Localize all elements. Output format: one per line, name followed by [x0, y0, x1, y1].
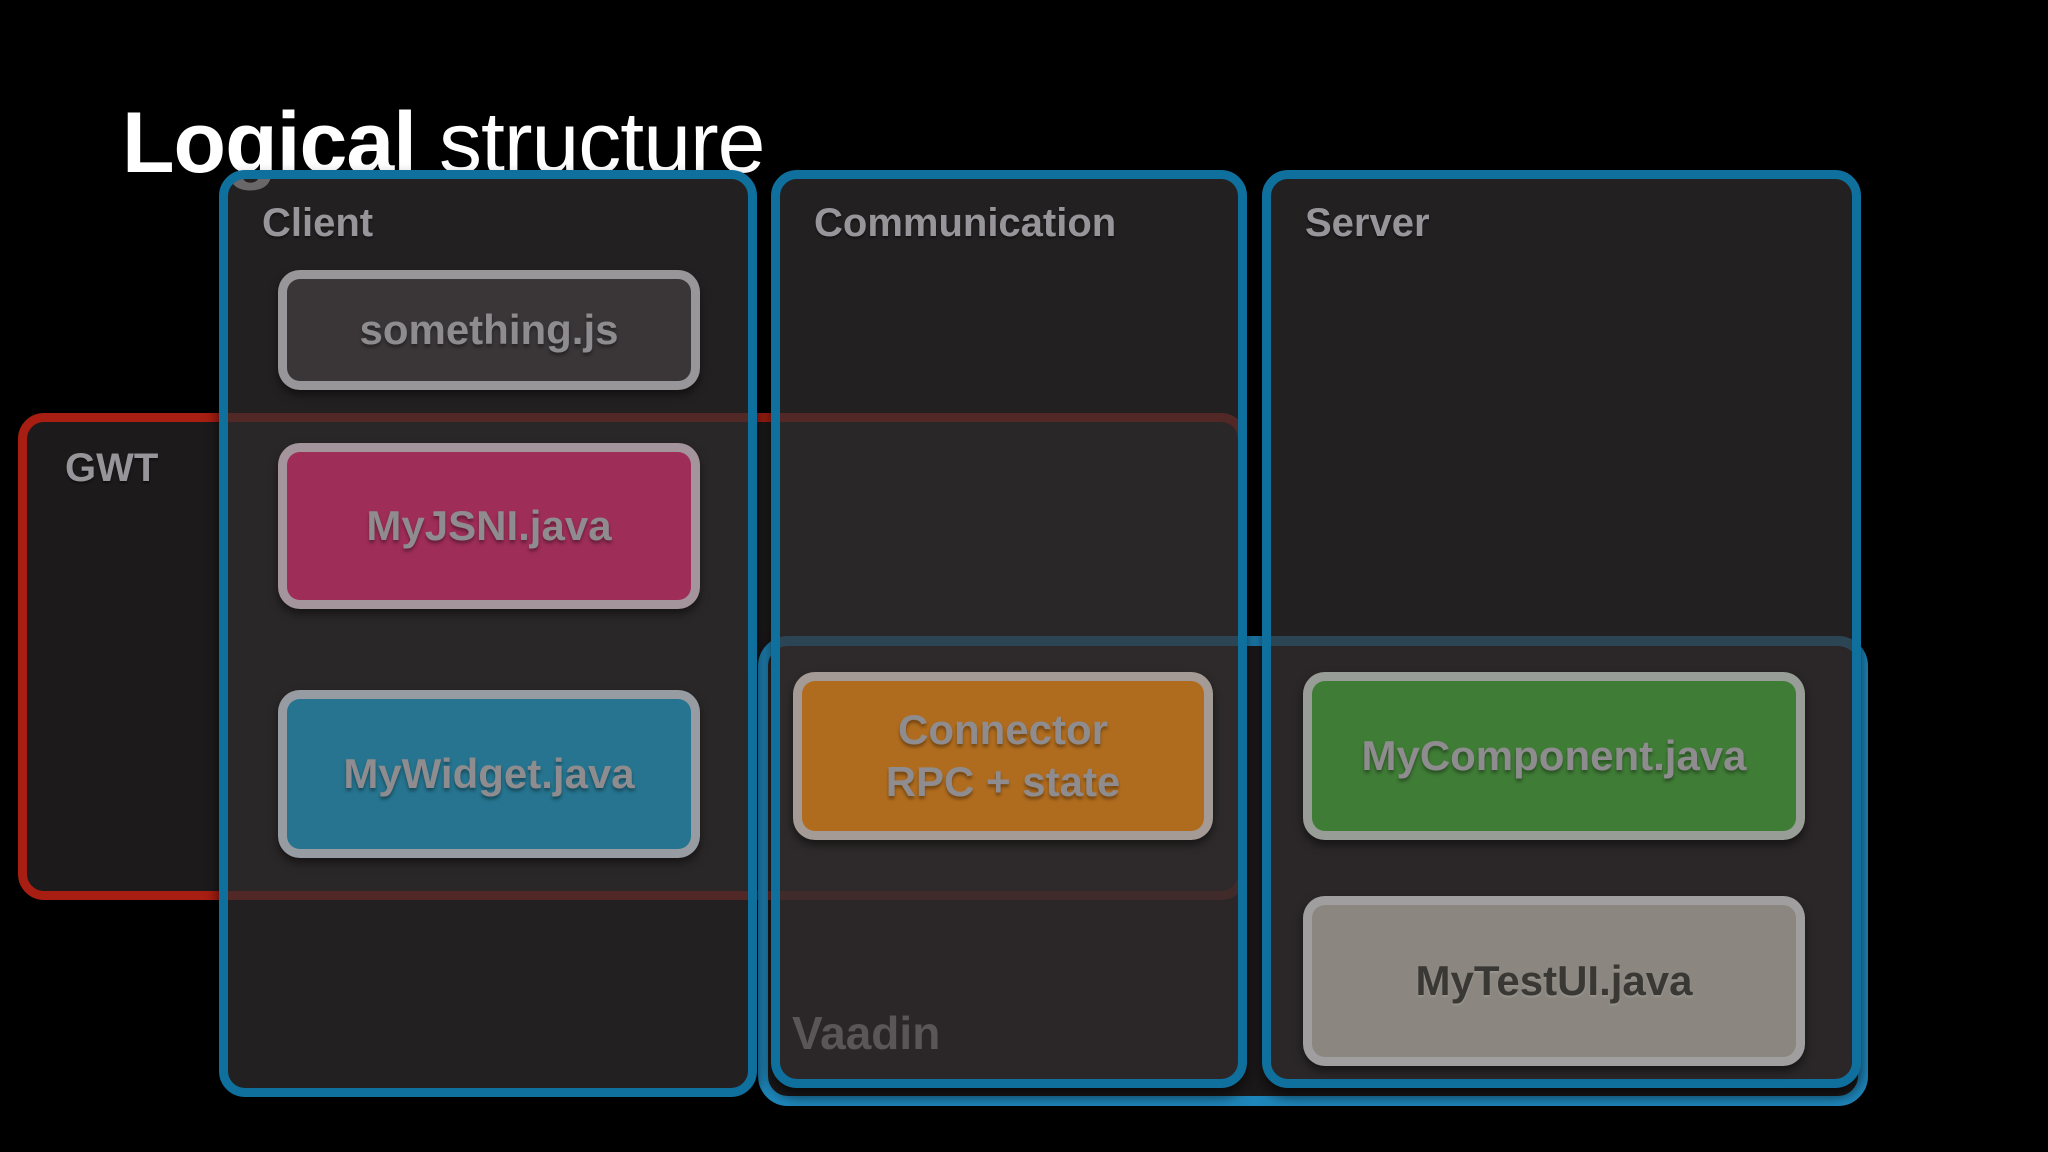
- box-mycomponent-java: MyComponent.java: [1303, 672, 1805, 840]
- box-connector-rpc-state: Connector RPC + state: [793, 672, 1213, 840]
- group-gwt-label: GWT: [65, 446, 159, 490]
- box-mywidget-java: MyWidget.java: [278, 690, 700, 858]
- box-something-js: something.js: [278, 270, 700, 390]
- group-communication: Communication: [771, 170, 1247, 1088]
- group-vaadin-label: Vaadin: [792, 1007, 941, 1059]
- box-myjsni-java-label: MyJSNI.java: [366, 501, 612, 549]
- box-connector-line2: RPC + state: [885, 758, 1121, 805]
- group-communication-label: Communication: [814, 201, 1117, 245]
- box-mywidget-java-label: MyWidget.java: [343, 749, 635, 797]
- box-mytestui-java-label: MyTestUI.java: [1415, 956, 1693, 1004]
- box-mycomponent-java-label: MyComponent.java: [1361, 731, 1747, 779]
- page-title: Logical structure: [122, 94, 766, 193]
- box-something-js-label: something.js: [359, 305, 619, 353]
- box-mytestui-java: MyTestUI.java: [1303, 896, 1805, 1066]
- group-client-label: Client: [262, 201, 374, 245]
- box-myjsni-java: MyJSNI.java: [278, 443, 700, 609]
- group-server-label: Server: [1305, 201, 1430, 245]
- box-connector-line1: Connector: [898, 705, 1108, 753]
